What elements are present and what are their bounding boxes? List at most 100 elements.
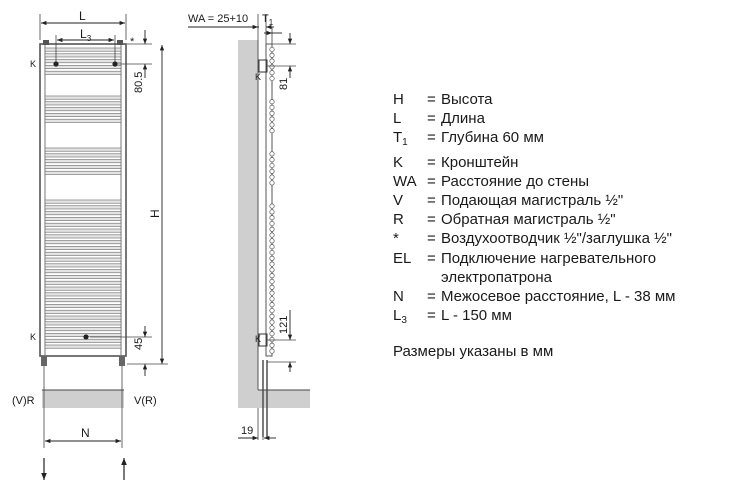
legend-row: WA=Расстояние до стены: [393, 172, 676, 191]
air-vent-icon: [117, 40, 123, 45]
heating-tube: [44, 234, 122, 239]
legend-row: электропатрона: [393, 268, 676, 287]
bracket-label-bottom: K: [30, 332, 36, 342]
dim-label-t1: T1: [262, 13, 274, 27]
tube-section: [269, 75, 275, 82]
heating-tube: [44, 333, 122, 337]
legend-description: Подключение нагревательного: [441, 249, 657, 267]
legend-row: K=Кронштейн: [393, 153, 676, 172]
tube-section: [269, 99, 275, 105]
radiator-side-profile: [265, 43, 273, 357]
legend-description: Воздухоотводчик ½"/заглушка ½": [441, 230, 672, 248]
bracket-dot-icon: [83, 334, 89, 340]
tube-section: [269, 226, 275, 232]
legend-equals: =: [427, 249, 436, 267]
front-view: L L3 * K K 80.5 H 45 (V)R V(R) N: [12, 9, 168, 480]
heating-tube: [44, 107, 122, 112]
tube-section: [269, 336, 275, 343]
bracket-label-top: K: [30, 59, 36, 69]
heating-tube: [44, 153, 122, 158]
legend-description: Высота: [441, 91, 493, 108]
connection-left-icon: [41, 356, 47, 366]
legend-description: Расстояние до стены: [441, 172, 590, 190]
legend-symbol: L: [393, 110, 402, 128]
heating-tube: [44, 118, 122, 123]
heating-tube: [44, 59, 122, 64]
tube-section: [269, 296, 275, 302]
legend-symbol: T1: [393, 129, 408, 149]
bracket-dot-icon: [53, 61, 59, 67]
tube-section: [269, 278, 275, 285]
tube-section: [269, 267, 275, 273]
legend-row: *=Воздухоотводчик ½"/заглушка ½": [393, 229, 676, 248]
heating-tube: [44, 257, 122, 262]
tube-section: [269, 284, 275, 290]
heating-tube: [44, 246, 122, 250]
wall: [238, 40, 258, 408]
tube-section: [269, 209, 275, 215]
tube-section: [269, 249, 275, 256]
dim-label-wa: WA = 25+10: [188, 13, 248, 25]
side-bracket-label-bottom: K: [255, 334, 261, 344]
tube-section: [269, 238, 275, 244]
legend-symbol: EL: [393, 249, 412, 267]
heating-tube: [44, 47, 122, 52]
heating-tube: [44, 211, 122, 216]
connection-right-icon: [119, 356, 125, 366]
legend-symbol: K: [393, 153, 404, 171]
tube-section: [269, 215, 275, 221]
tube-section: [269, 46, 275, 53]
heating-tube: [44, 199, 122, 204]
heating-tube: [44, 298, 122, 303]
side-view: K K WA = 25+10 T1 81 121 19: [188, 13, 310, 441]
heating-tube: [44, 269, 122, 274]
heating-tube: [44, 53, 122, 58]
legend-description: Подающая магистраль ½": [441, 192, 624, 210]
heating-tube: [44, 147, 122, 152]
tube-section: [269, 122, 275, 128]
dim-label-81: 81: [278, 78, 290, 90]
tube-section: [269, 64, 275, 70]
heating-tube: [44, 222, 122, 227]
legend-symbol: WA: [393, 172, 417, 190]
legend-description: Обратная магистраль ½": [441, 211, 616, 229]
tube-section: [269, 325, 275, 331]
heating-tube: [44, 228, 122, 233]
tube-section: [269, 255, 275, 261]
legend-equals: =: [427, 91, 436, 108]
heating-tube: [44, 304, 122, 308]
top-cap-icon: [43, 40, 49, 45]
heating-tube: [44, 70, 122, 75]
heating-tube: [44, 315, 122, 320]
dim-label-l3: L3: [80, 27, 92, 43]
heating-tube: [44, 263, 122, 268]
legend-equals: =: [427, 129, 436, 147]
legend-row: EL = Подключение нагревательного: [393, 249, 676, 268]
tube-section: [269, 70, 275, 76]
heating-tube: [44, 113, 122, 117]
tube-section: [269, 319, 275, 325]
tube-section: [269, 307, 275, 314]
radiator-tubes: [44, 47, 122, 349]
legend-symbol: R: [393, 211, 404, 229]
connection-label-right: V(R): [134, 395, 157, 407]
heating-tube: [44, 240, 122, 245]
heating-tube: [44, 344, 122, 349]
legend-row: H=Высота: [393, 90, 676, 109]
legend-equals: =: [427, 110, 436, 128]
legend-equals: =: [427, 230, 436, 248]
tube-section: [269, 273, 275, 279]
dim-label-121: 121: [278, 316, 290, 334]
legend-description: Межосевое расстояние, L - 38 мм: [441, 288, 676, 306]
tube-section: [269, 244, 275, 250]
legend-equals: =: [427, 192, 436, 210]
legend-equals: =: [427, 153, 436, 171]
heating-tube: [44, 280, 122, 285]
dim-label-19: 19: [241, 425, 253, 437]
legend-description: электропатрона: [441, 268, 553, 286]
heating-tube: [44, 309, 122, 314]
tube-section: [269, 348, 275, 354]
legend-row: R=Обратная магистраль ½": [393, 210, 676, 229]
